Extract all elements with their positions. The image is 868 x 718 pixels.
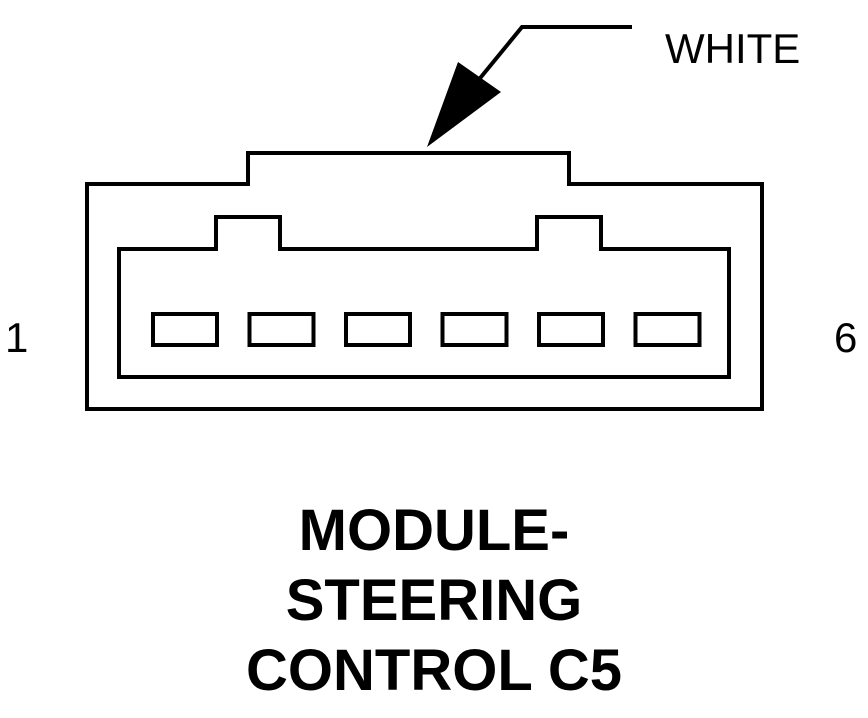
- pin-last-label: 6: [834, 314, 857, 361]
- color-leader-arrowhead: [427, 62, 501, 147]
- title-line-3: CONTROL C5: [246, 638, 622, 703]
- pin-terminal-1: [151, 312, 219, 347]
- pin-terminal-4: [440, 312, 509, 347]
- title-line-2: STEERING: [285, 568, 583, 633]
- connector-inner-cavity: [117, 215, 731, 379]
- pin-terminal-5: [537, 312, 605, 347]
- pin-terminal-3: [344, 312, 412, 347]
- color-leader-line: [470, 25, 632, 90]
- pin-first-label: 1: [5, 314, 28, 361]
- connector-title: MODULE- STEERING CONTROL C5: [0, 496, 868, 706]
- connector-outer-housing: [85, 151, 764, 411]
- pin-terminal-2: [247, 312, 316, 347]
- pin-terminal-6: [633, 312, 702, 347]
- title-line-1: MODULE-: [298, 498, 570, 563]
- connector-color-label: WHITE: [665, 25, 800, 72]
- pin-terminals: [151, 312, 702, 347]
